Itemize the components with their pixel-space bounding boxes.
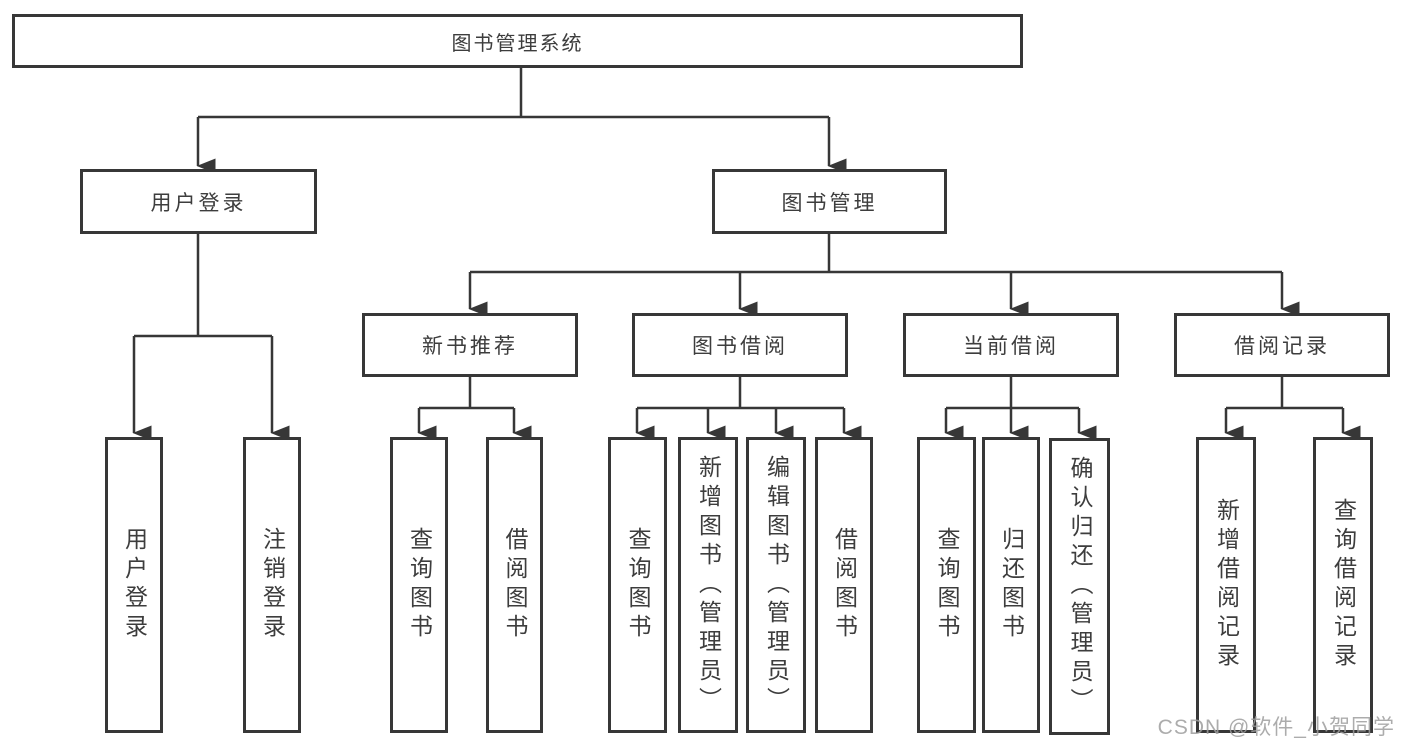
leaf-return-books-label: 归还图书 — [998, 527, 1025, 643]
leaf-return-books: 归还图书 — [982, 437, 1040, 733]
connector-trunks — [134, 68, 1343, 410]
node-borrowing-records-label: 借阅记录 — [1234, 335, 1330, 358]
leaf-query-books-recommend: 查询图书 — [390, 437, 448, 733]
leaf-confirm-return-admin: 确认归还（管理员） — [1049, 438, 1110, 735]
node-user-login: 用户登录 — [80, 169, 317, 234]
node-borrowing-records: 借阅记录 — [1174, 313, 1390, 377]
leaf-query-books-current-label: 查询图书 — [934, 527, 960, 643]
leaf-query-borrow-record: 查询借阅记录 — [1313, 437, 1373, 733]
node-library-management-system: 图书管理系统 — [12, 14, 1023, 68]
node-current-borrowing: 当前借阅 — [903, 313, 1119, 377]
leaf-logout: 注销登录 — [243, 437, 301, 733]
leaf-borrow-books-recommend-label: 借阅图书 — [502, 527, 528, 643]
leaf-user-login: 用户登录 — [105, 437, 163, 733]
leaf-query-books-current: 查询图书 — [917, 437, 976, 733]
node-book-borrowing-label: 图书借阅 — [692, 335, 788, 358]
node-user-login-label: 用户登录 — [150, 191, 247, 215]
csdn-watermark: CSDN @软件_小贺同学 — [1157, 716, 1395, 739]
node-new-book-recommendation-label: 新书推荐 — [422, 335, 518, 358]
node-new-book-recommendation: 新书推荐 — [362, 313, 578, 377]
node-book-borrowing: 图书借阅 — [632, 313, 848, 377]
leaf-query-books-borrowing-label: 查询图书 — [625, 527, 651, 643]
leaf-borrow-books-recommend: 借阅图书 — [486, 437, 543, 733]
leaf-query-books-borrowing: 查询图书 — [608, 437, 667, 733]
leaf-borrow-books-borrowing-label: 借阅图书 — [831, 527, 858, 643]
leaf-add-book-admin-label: 新增图书（管理员） — [695, 454, 722, 716]
leaf-confirm-return-admin-label: 确认归还（管理员） — [1067, 456, 1093, 717]
leaf-query-books-recommend-label: 查询图书 — [406, 527, 433, 643]
leaf-add-borrow-record: 新增借阅记录 — [1196, 437, 1256, 733]
leaf-user-login-label: 用户登录 — [121, 527, 148, 643]
leaf-add-book-admin: 新增图书（管理员） — [678, 437, 738, 733]
leaf-logout-label: 注销登录 — [259, 527, 286, 643]
leaf-edit-book-admin-label: 编辑图书（管理员） — [763, 454, 790, 716]
leaf-edit-book-admin: 编辑图书（管理员） — [746, 437, 806, 733]
node-book-management-label: 图书管理 — [781, 191, 878, 215]
node-book-management: 图书管理 — [712, 169, 947, 234]
leaf-query-borrow-record-label: 查询借阅记录 — [1330, 498, 1357, 672]
leaf-add-borrow-record-label: 新增借阅记录 — [1213, 498, 1240, 672]
node-library-management-system-label: 图书管理系统 — [451, 32, 584, 55]
node-current-borrowing-label: 当前借阅 — [963, 335, 1059, 358]
leaf-borrow-books-borrowing: 借阅图书 — [815, 437, 873, 733]
